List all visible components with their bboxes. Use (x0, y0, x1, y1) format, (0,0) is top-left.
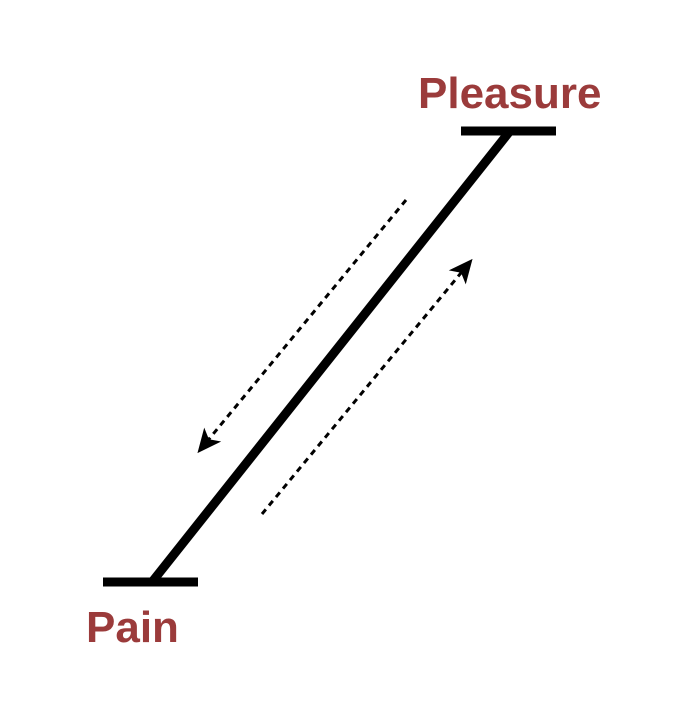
main-diagonal-line (148, 128, 514, 585)
pleasure-label: Pleasure (418, 69, 602, 118)
pain-label: Pain (86, 603, 179, 652)
arrow-toward-pain (197, 199, 408, 454)
arrow-toward-pleasure (260, 258, 473, 515)
